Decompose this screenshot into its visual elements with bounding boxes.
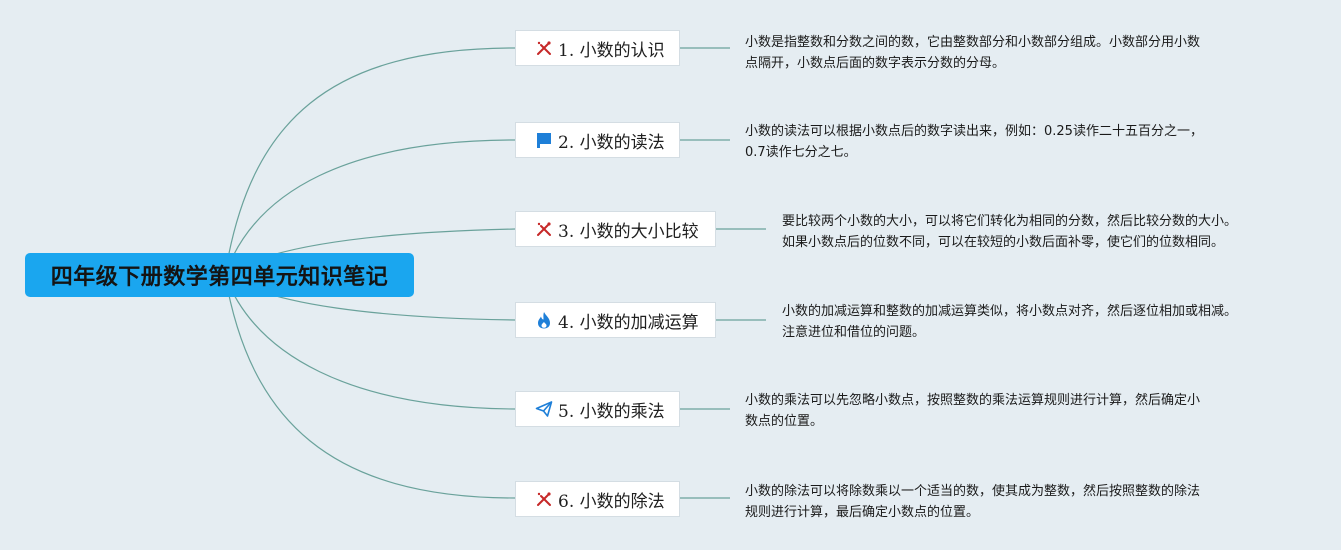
topic-5-label: 5. 小数的乘法 [558,401,665,422]
note-3-line-1: 要比较两个小数的大小，可以将它们转化为相同的分数，然后比较分数的大小。 [782,214,1238,229]
root-topic[interactable]: 四年级下册数学第四单元知识笔记 [25,253,414,297]
note-4-line-1: 小数的加减运算和整数的加减运算类似，将小数点对齐，然后逐位相加或相减。 [782,304,1238,319]
tools-icon [534,38,554,58]
fire-icon [534,310,554,330]
topic-5[interactable]: 5. 小数的乘法 [515,391,680,427]
topic-4[interactable]: 4. 小数的加减运算 [515,302,716,338]
note-4-line-2: 注意进位和借位的问题。 [782,325,926,340]
note-5-line-2: 数点的位置。 [745,414,824,429]
branch-line-2 [224,139,516,276]
topic-1[interactable]: 1. 小数的认识 [515,30,680,66]
branch-line-6 [224,274,516,499]
topic-3-label: 3. 小数的大小比较 [558,221,699,242]
note-6-line-2: 规则进行计算，最后确定小数点的位置。 [745,505,980,520]
topic-4-label: 4. 小数的加减运算 [558,312,699,333]
topic-1-label: 1. 小数的认识 [558,40,665,61]
note-3[interactable]: 要比较两个小数的大小，可以将它们转化为相同的分数，然后比较分数的大小。 如果小数… [782,211,1237,253]
topic-6-label: 6. 小数的除法 [558,491,665,512]
branch-line-1 [224,47,516,276]
topic-2-label: 2. 小数的读法 [558,132,665,153]
note-1-line-1: 小数是指整数和分数之间的数，它由整数部分和小数部分组成。小数部分用小数 [745,35,1201,50]
branch-line-5 [224,274,516,410]
note-5-line-1: 小数的乘法可以先忽略小数点，按照整数的乘法运算规则进行计算，然后确定小 [745,393,1201,408]
note-6-line-1: 小数的除法可以将除数乘以一个适当的数，使其成为整数，然后按照整数的除法 [745,484,1201,499]
root-topic-title: 四年级下册数学第四单元知识笔记 [50,265,389,290]
tools-icon [534,219,554,239]
note-4[interactable]: 小数的加减运算和整数的加减运算类似，将小数点对齐，然后逐位相加或相减。 注意进位… [782,301,1237,343]
note-5[interactable]: 小数的乘法可以先忽略小数点，按照整数的乘法运算规则进行计算，然后确定小 数点的位… [745,390,1200,432]
note-2-line-1: 小数的读法可以根据小数点后的数字读出来，例如：0.25读作二十五百分之一， [745,124,1203,139]
topic-6[interactable]: 6. 小数的除法 [515,481,680,517]
topic-2[interactable]: 2. 小数的读法 [515,122,680,158]
note-3-line-2: 如果小数点后的位数不同，可以在较短的小数后面补零，使它们的位数相同。 [782,235,1225,250]
note-6[interactable]: 小数的除法可以将除数乘以一个适当的数，使其成为整数，然后按照整数的除法 规则进行… [745,481,1200,523]
note-2-line-2: 0.7读作七分之七。 [745,145,857,160]
note-1-line-2: 点隔开，小数点后面的数字表示分数的分母。 [745,56,1006,71]
tools-icon [534,489,554,509]
note-1[interactable]: 小数是指整数和分数之间的数，它由整数部分和小数部分组成。小数部分用小数 点隔开，… [745,32,1200,74]
paper-plane-icon [534,399,554,419]
note-2[interactable]: 小数的读法可以根据小数点后的数字读出来，例如：0.25读作二十五百分之一， 0.… [745,121,1203,163]
flag-icon [534,130,554,150]
topic-3[interactable]: 3. 小数的大小比较 [515,211,716,247]
